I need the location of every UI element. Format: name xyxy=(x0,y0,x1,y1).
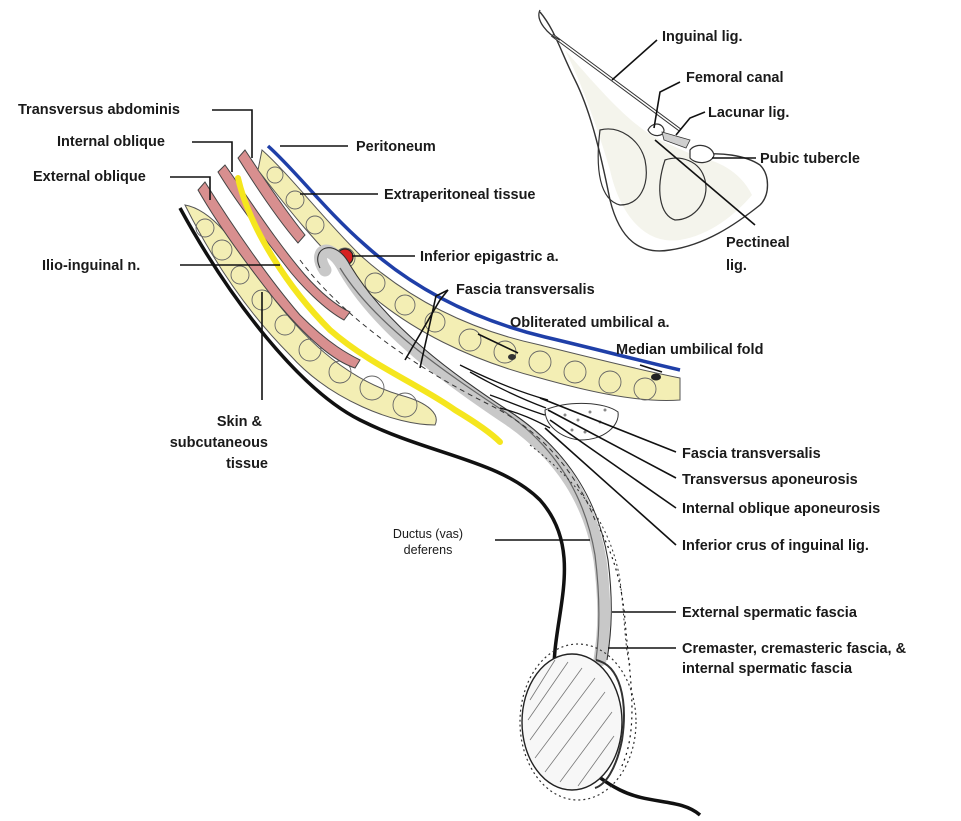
femoral-canal-inset xyxy=(648,124,664,136)
label-transversus-abdominis: Transversus abdominis xyxy=(18,102,180,118)
label-inferior-epigastric: Inferior epigastric a. xyxy=(420,249,559,265)
label-ductus-line1: Ductus (vas) xyxy=(393,527,463,541)
label-skin-line1: Skin & xyxy=(217,414,263,430)
label-obliterated-umbilical: Obliterated umbilical a. xyxy=(510,315,670,331)
label-inferior-crus: Inferior crus of inguinal lig. xyxy=(682,538,869,554)
label-external-spermatic-fascia: External spermatic fascia xyxy=(682,605,858,621)
median-umbilical-fold-mark xyxy=(651,374,661,381)
label-extraperitoneal: Extraperitoneal tissue xyxy=(384,187,536,203)
label-transversus-aponeurosis: Transversus aponeurosis xyxy=(682,472,858,488)
label-ductus-line2: deferens xyxy=(404,543,453,557)
label-pectineal-line2: lig. xyxy=(726,258,747,274)
label-lacunar-lig: Lacunar lig. xyxy=(708,105,789,121)
label-median-umbilical-fold: Median umbilical fold xyxy=(616,342,763,358)
label-inguinal-lig: Inguinal lig. xyxy=(662,29,743,45)
label-external-oblique: External oblique xyxy=(33,169,146,185)
label-peritoneum: Peritoneum xyxy=(356,139,436,155)
label-internal-oblique-aponeurosis: Internal oblique aponeurosis xyxy=(682,501,880,517)
label-femoral-canal: Femoral canal xyxy=(686,70,784,86)
label-pectineal-line1: Pectineal xyxy=(726,235,790,251)
label-ilio-inguinal: Ilio-inguinal n. xyxy=(42,258,140,274)
testis xyxy=(522,654,622,790)
label-skin-line3: tissue xyxy=(226,456,268,472)
inguinal-ligament-section xyxy=(545,403,618,440)
label-fascia-transversalis-top: Fascia transversalis xyxy=(456,282,595,298)
label-pubic-tubercle: Pubic tubercle xyxy=(760,151,860,167)
external-spermatic-fascia-outline xyxy=(530,445,630,665)
obliterated-umbilical-artery xyxy=(508,354,516,360)
label-cremaster-line2: internal spermatic fascia xyxy=(682,661,853,677)
label-fascia-transversalis-right: Fascia transversalis xyxy=(682,446,821,462)
label-skin-line2: subcutaneous xyxy=(170,435,268,451)
label-cremaster-line1: Cremaster, cremasteric fascia, & xyxy=(682,641,907,657)
pelvis-inset xyxy=(539,10,768,251)
pubic-tubercle-inset xyxy=(690,145,714,162)
label-internal-oblique: Internal oblique xyxy=(57,134,165,150)
